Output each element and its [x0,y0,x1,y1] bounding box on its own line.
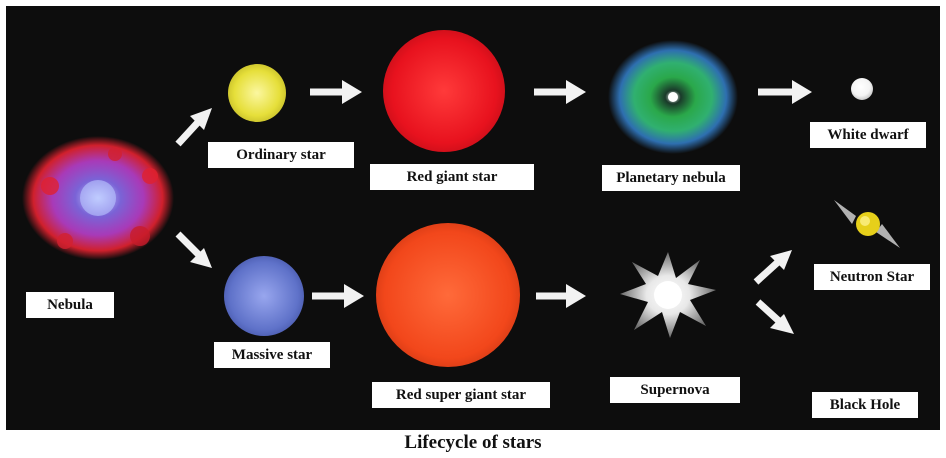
supernova-label: Supernova [610,377,740,403]
nebula-image [22,136,174,260]
arrow-red-giant-to-planetary [534,80,586,104]
red-super-giant-image [376,223,520,367]
supernova-image [620,252,716,338]
lifecycle-diagram: Nebula Ordinary star Red giant star Plan… [6,6,940,430]
diagram-caption: Lifecycle of stars [404,432,542,453]
red-super-giant-label: Red super giant star [372,382,550,408]
red-giant-image [383,30,505,152]
arrow-massive-to-super-giant [312,284,364,308]
ordinary-star-label: Ordinary star [208,142,354,168]
arrow-ordinary-to-red-giant [310,80,362,104]
white-dwarf-label: White dwarf [810,122,926,148]
planetary-nebula-label: Planetary nebula [602,165,740,191]
arrow-supernova-to-neutron-star [753,250,792,285]
neutron-star-label: Neutron Star [814,264,930,290]
massive-star-label: Massive star [214,342,330,368]
black-hole-label: Black Hole [812,392,918,418]
arrow-nebula-to-massive [175,231,212,268]
arrow-supernova-to-black-hole [755,299,794,334]
arrow-super-giant-to-supernova [536,284,586,308]
massive-star-image [224,256,304,336]
nebula-label: Nebula [26,292,114,318]
white-dwarf-image [851,78,873,100]
red-giant-label: Red giant star [370,164,534,190]
planetary-nebula-image [608,40,738,154]
arrow-nebula-to-ordinary [175,108,212,147]
neutron-star-image [834,200,900,248]
arrow-planetary-to-white-dwarf [758,80,812,104]
ordinary-star-image [228,64,286,122]
